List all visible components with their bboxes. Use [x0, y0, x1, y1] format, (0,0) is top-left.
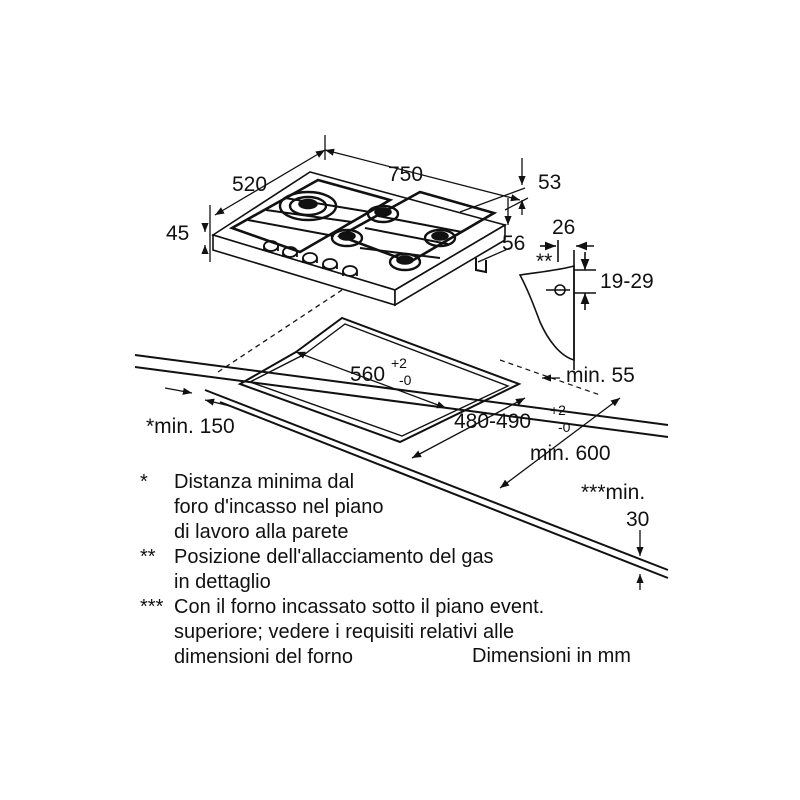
dim-min-below-label: ***min.: [581, 481, 645, 504]
dim-min-below-value: 30: [626, 508, 649, 531]
dim-side-offset: 56: [502, 232, 525, 255]
dim-connector-width: 26: [552, 216, 575, 239]
worktop-drawing: [134, 289, 669, 590]
units-note: Dimensioni in mm: [472, 645, 631, 667]
burner-rear-center: [366, 204, 400, 224]
svg-text:560: 560: [350, 363, 385, 386]
dim-min-side: min. 600: [530, 442, 611, 465]
hob-dimension-lines: [201, 135, 529, 263]
legend-item: *** Con il forno incassato sotto il pian…: [140, 595, 660, 670]
dim-cutout-depth: 480-490 +2 -0: [454, 402, 571, 435]
dim-depth: 520: [232, 173, 267, 196]
burner-front-right: [388, 252, 422, 272]
burner-front-center: [330, 228, 364, 248]
worktop-front-edge: [204, 389, 669, 571]
connector-detail-outline: [518, 264, 575, 362]
dim-cutout-width: 560 +2 -0: [350, 355, 412, 388]
dim-top-offset: 53: [538, 171, 561, 194]
dim-connector-mark: **: [536, 250, 552, 273]
burner-rear-right: [423, 228, 457, 248]
dim-height: 45: [166, 222, 189, 245]
gas-connector: [475, 258, 487, 274]
legend-mark: ***: [140, 596, 164, 618]
svg-text:+2: +2: [550, 402, 566, 418]
legend-text: Posizione dell'allacciamento del gas in …: [174, 546, 494, 593]
dim-width: 750: [388, 163, 423, 186]
projection-dashed: [217, 289, 343, 373]
legend-mark: *: [140, 471, 148, 493]
footnote-legend: * Distanza minima dal foro d'incasso nel…: [140, 470, 660, 670]
legend-mark: **: [140, 546, 156, 568]
pan-support-right: [336, 190, 498, 264]
hob-side-edge: [394, 223, 506, 307]
svg-text:480-490: 480-490: [454, 410, 531, 433]
dim-min-wall: *min. 150: [146, 415, 235, 438]
dim-connector-height: 19-29: [600, 270, 654, 293]
svg-text:+2: +2: [391, 355, 407, 371]
svg-text:-0: -0: [558, 419, 571, 435]
dim-min-front: min. 55: [566, 364, 635, 387]
legend-item: ** Posizione dell'allacciamento del gas …: [140, 545, 660, 595]
legend-text: Con il forno incassato sotto il piano ev…: [174, 596, 545, 668]
legend-item: * Distanza minima dal foro d'incasso nel…: [140, 470, 660, 545]
legend-text: Distanza minima dal foro d'incasso nel p…: [174, 471, 384, 543]
control-knobs: [263, 240, 358, 277]
gas-connection-detail: [518, 240, 596, 370]
svg-text:-0: -0: [399, 372, 412, 388]
